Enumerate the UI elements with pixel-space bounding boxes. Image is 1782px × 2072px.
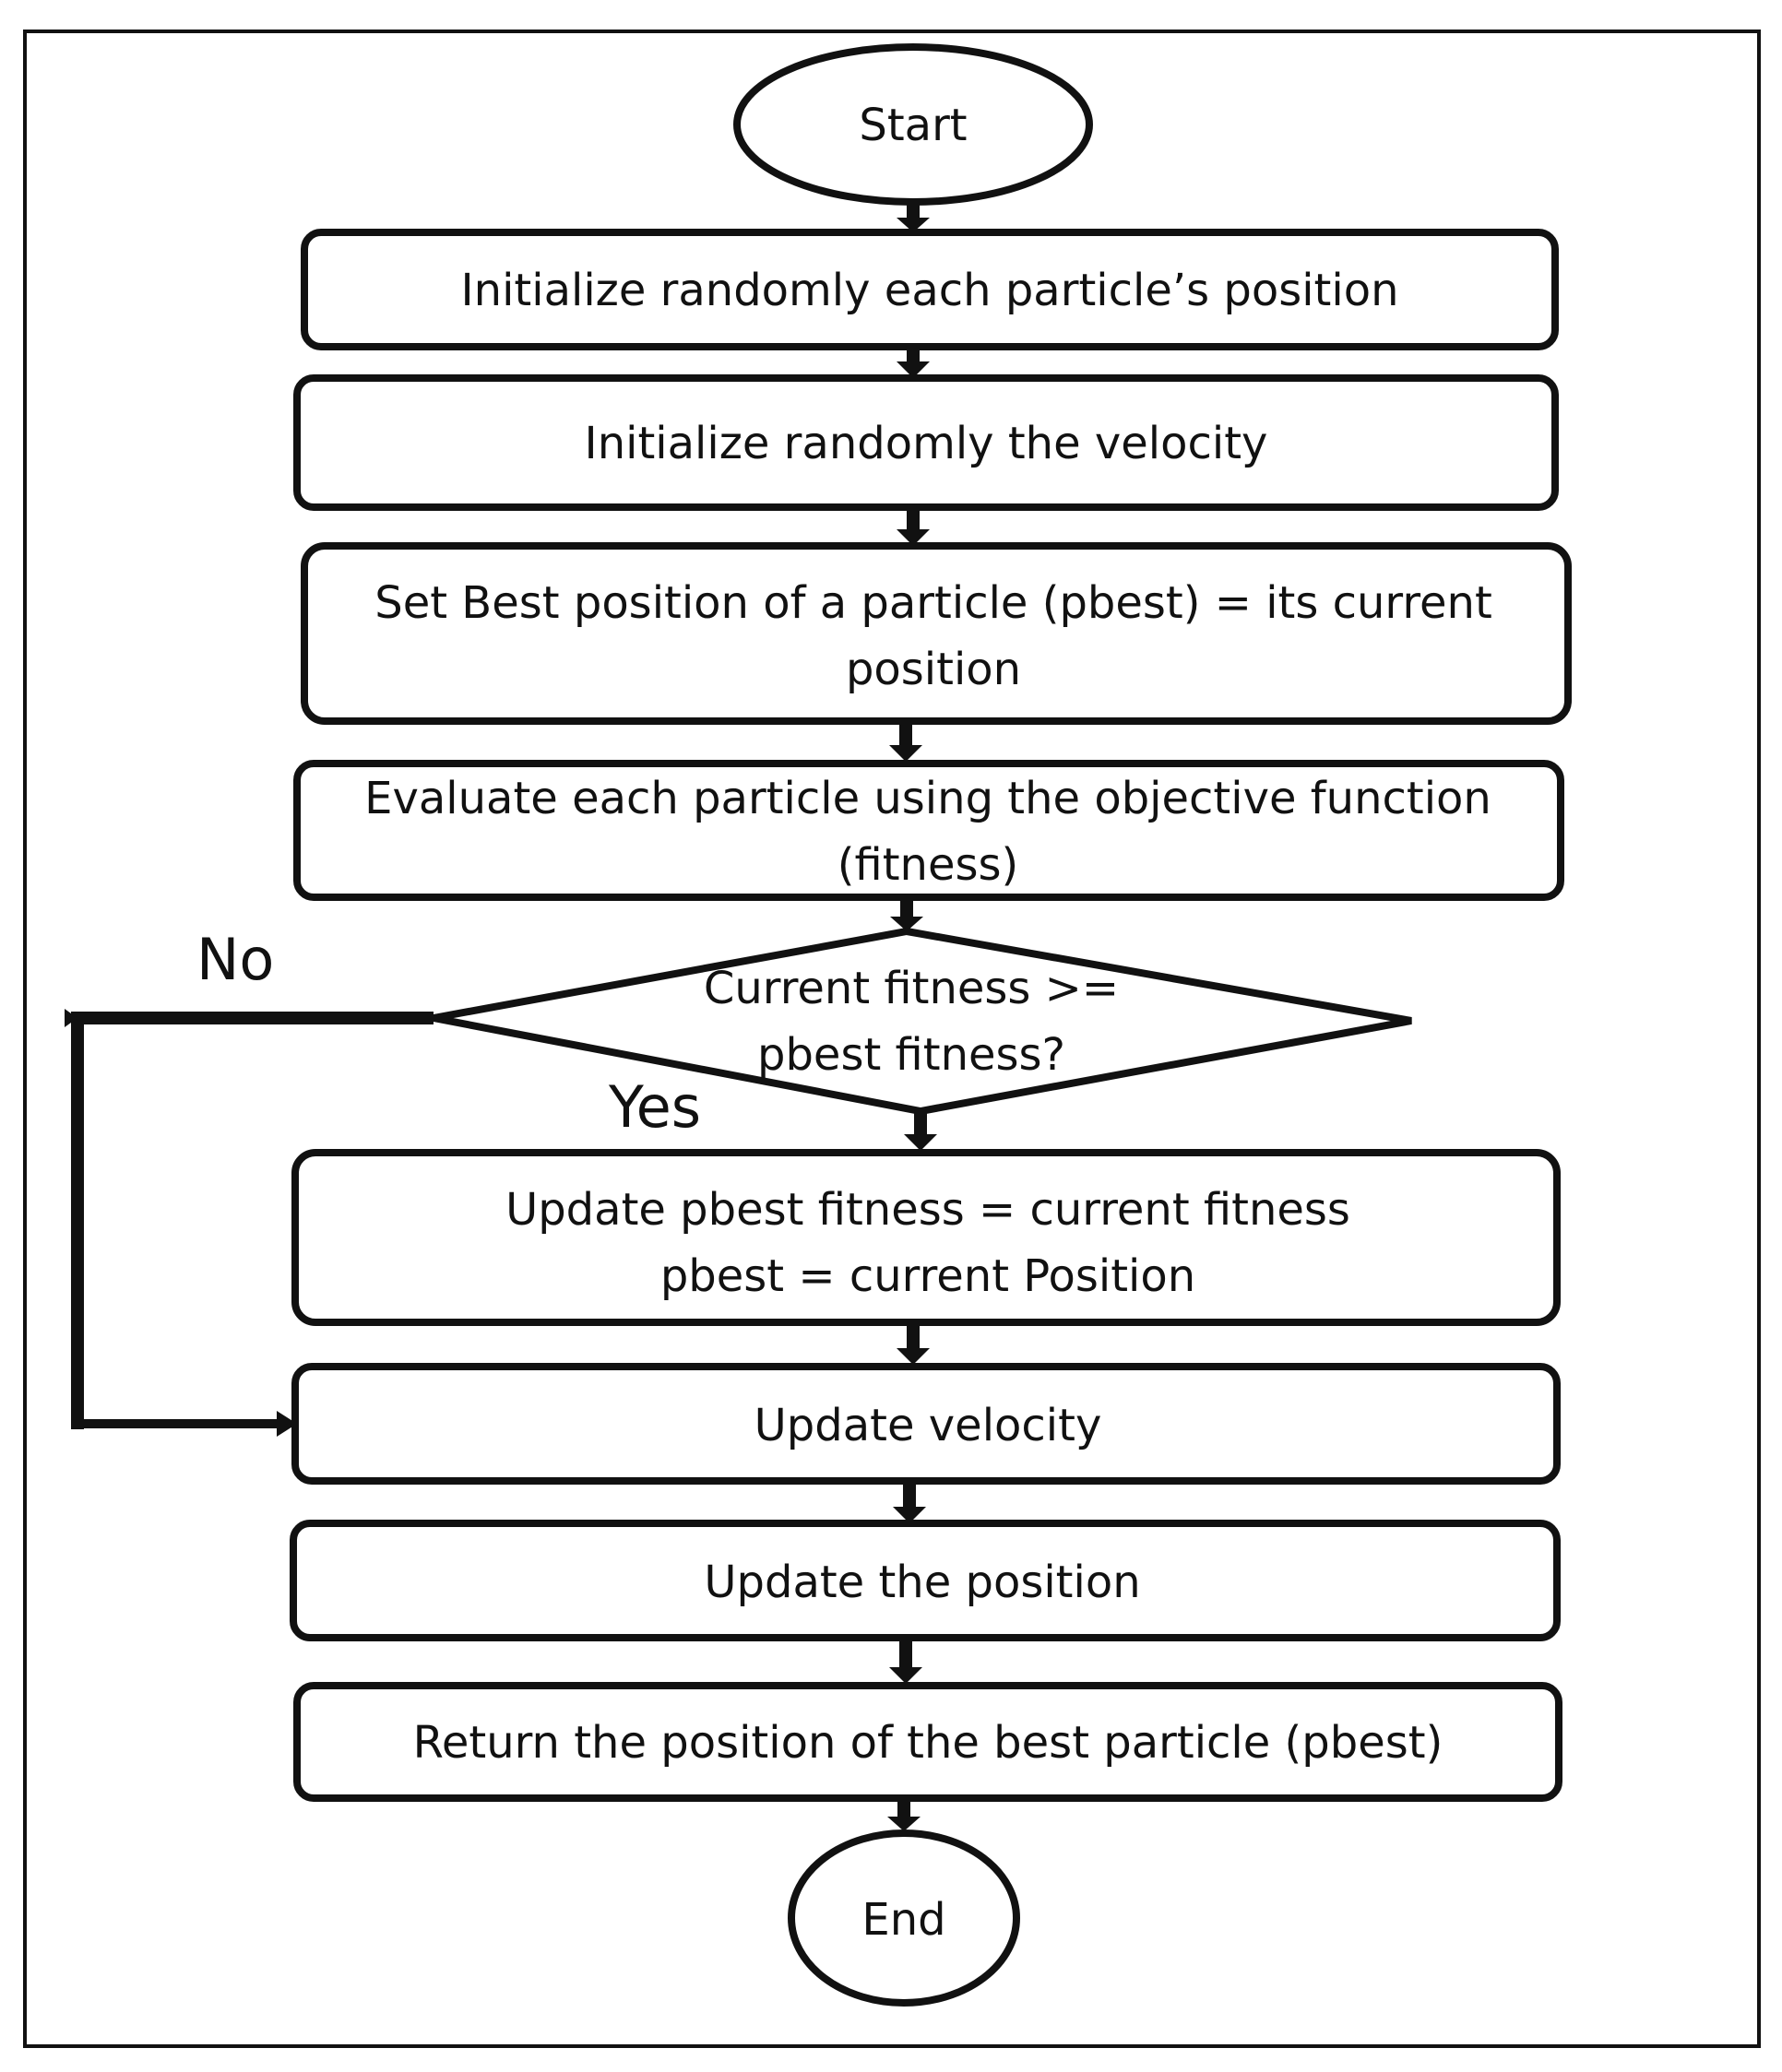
arrow-update-velocity-to-update-position [893,1481,926,1523]
step-update-pbest-label-line1: Update pbest fitness = current fitness [505,1184,1350,1236]
step-update-velocity-label: Update velocity [754,1400,1102,1451]
step-update-position [290,1520,1561,1641]
step-set-pbest-label-line2: position [846,644,1021,695]
arrow-update-position-to-return-best [889,1638,922,1684]
arrow-decision-to-update-pbest [904,1111,937,1151]
arrow-set-pbest-to-evaluate [889,721,922,762]
outer-border [23,30,1761,2048]
arrow-start-to-init-position [897,202,930,232]
decision-fitness-compare [433,927,1412,1116]
step-update-pbest [291,1149,1561,1326]
arrow-init-position-to-init-velocity [897,347,930,378]
step-set-pbest-label-line1: Set Best position of a particle (pbest) … [374,577,1492,629]
step-evaluate [293,760,1564,901]
step-update-velocity [291,1363,1561,1485]
step-init-position [301,229,1559,350]
step-update-pbest-label-line2: pbest = current Position [660,1250,1195,1302]
end-label: End [861,1894,945,1946]
start-label: Start [859,100,967,151]
step-return-best-label: Return the position of the best particle… [413,1717,1443,1769]
no-branch-connector [65,1009,434,1437]
decision-label-line1: Current fitness >= [704,963,1119,1014]
step-init-velocity-label: Initialize randomly the velocity [585,418,1268,469]
no-branch-label: No [196,926,274,993]
step-update-position-label: Update the position [704,1557,1140,1608]
decision-label-line2: pbest fitness? [757,1029,1065,1081]
arrow-evaluate-to-decision [890,897,923,931]
arrow-return-best-to-end [887,1798,921,1831]
step-evaluate-label-line2: (fitness) [838,839,1018,891]
step-return-best [293,1682,1562,1802]
step-init-position-label: Initialize randomly each particle’s posi… [461,265,1399,316]
yes-branch-label: Yes [608,1073,701,1141]
step-init-velocity [293,374,1559,511]
step-evaluate-label-line1: Evaluate each particle using the objecti… [364,773,1491,824]
step-set-pbest [301,542,1572,725]
arrow-update-pbest-to-update-velocity [897,1322,930,1365]
end-terminal [788,1829,1020,2007]
arrow-init-velocity-to-set-pbest [897,507,930,546]
